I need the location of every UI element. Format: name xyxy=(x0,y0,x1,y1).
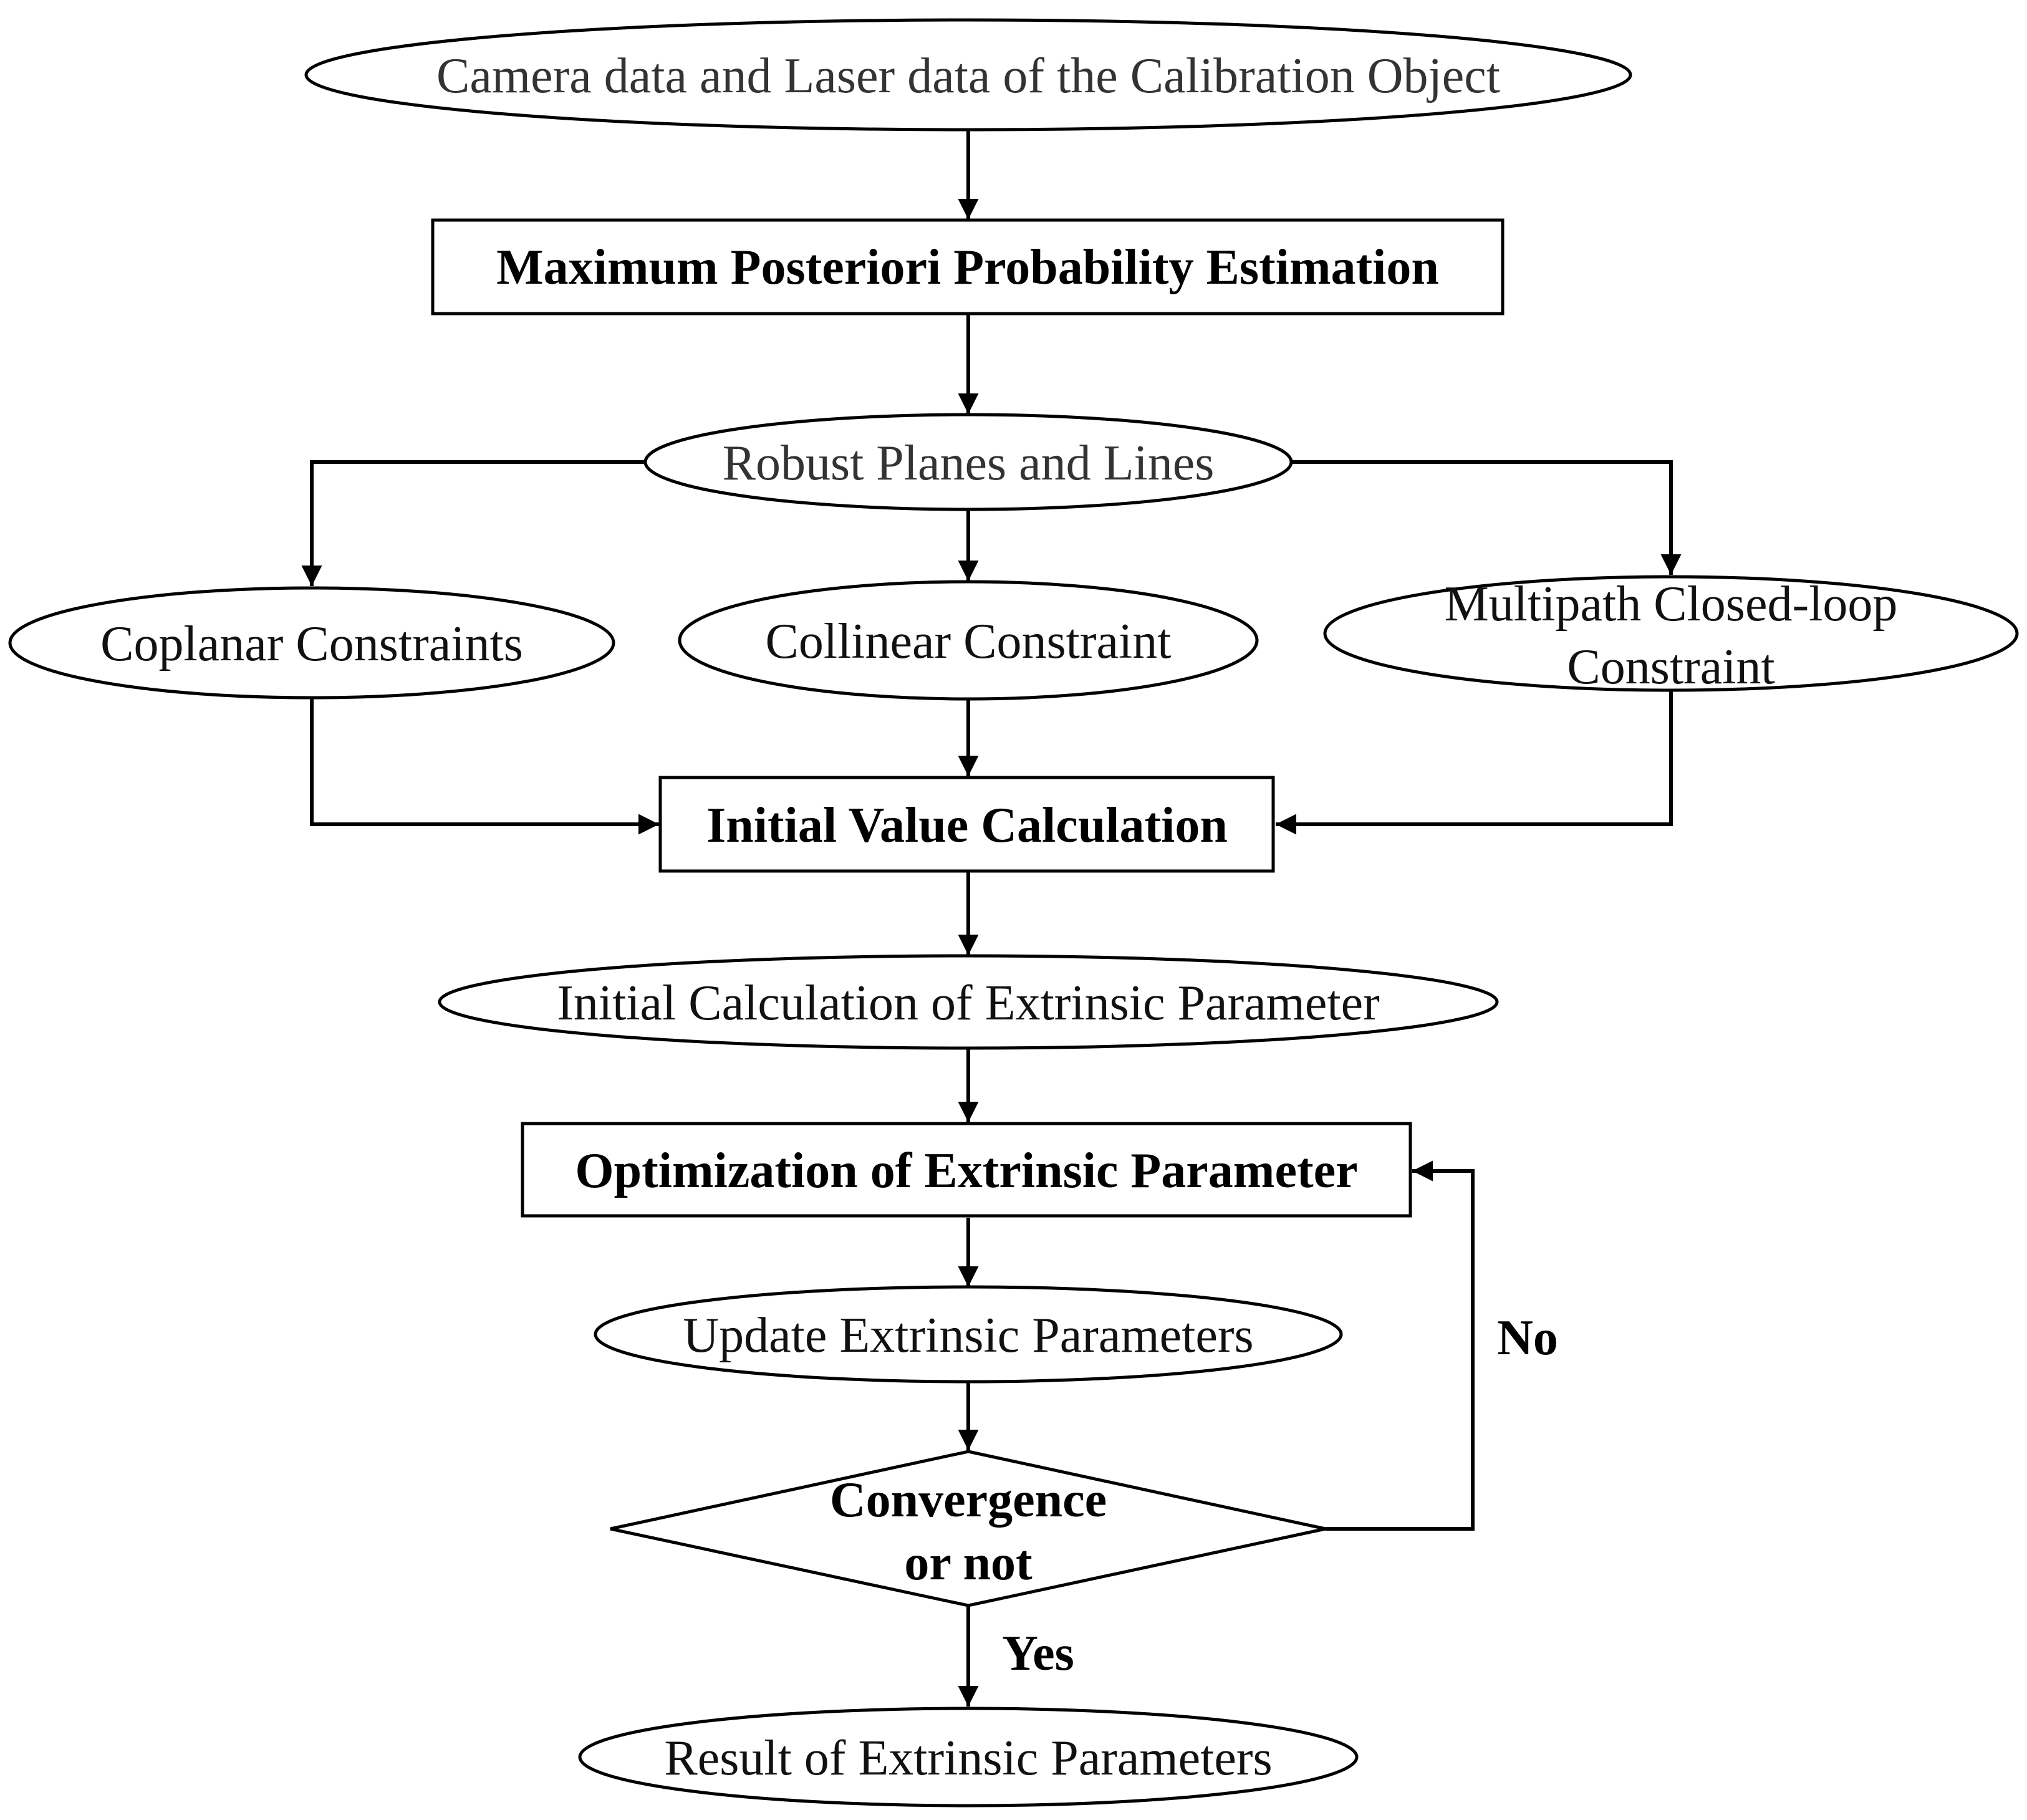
collinear-label: Collinear Constraint xyxy=(765,614,1171,669)
optimization-label: Optimization of Extrinsic Parameter xyxy=(575,1144,1357,1198)
initial-calc-node: Initial Calculation of Extrinsic Paramet… xyxy=(438,954,1499,1050)
input-data-label: Camera data and Laser data of the Calibr… xyxy=(436,49,1500,104)
robust-planes-node: Robust Planes and Lines xyxy=(643,413,1293,511)
convergence-label-line2: or not xyxy=(904,1536,1033,1591)
initial-value-node: Initial Value Calculation xyxy=(658,776,1275,873)
collinear-node: Collinear Constraint xyxy=(678,580,1259,701)
robust-planes-label: Robust Planes and Lines xyxy=(723,436,1215,491)
result-node: Result of Extrinsic Parameters xyxy=(578,1707,1359,1808)
no-edge-label: No xyxy=(1497,1311,1558,1365)
initial-calc-label: Initial Calculation of Extrinsic Paramet… xyxy=(557,976,1380,1031)
coplanar-node: Coplanar Constraints xyxy=(8,586,615,700)
multipath-node: Multipath Closed-loop Constraint xyxy=(1323,575,2019,695)
initial-value-label: Initial Value Calculation xyxy=(706,798,1228,853)
update-node: Update Extrinsic Parameters xyxy=(594,1285,1343,1384)
arrow-multipath-to-initial-value xyxy=(1276,691,1673,835)
multipath-label-line2: Constraint xyxy=(1567,640,1774,695)
coplanar-label: Coplanar Constraints xyxy=(100,617,523,672)
connectors xyxy=(301,130,1682,1707)
map-estimation-node: Maximum Posteriori Probability Estimatio… xyxy=(431,218,1505,315)
arrow-convergence-no-loop xyxy=(1326,1160,1475,1531)
map-estimation-label: Maximum Posteriori Probability Estimatio… xyxy=(496,240,1439,295)
arrow-robust-to-coplanar xyxy=(301,460,645,586)
convergence-decision: Convergence or not xyxy=(610,1450,1326,1607)
result-label: Result of Extrinsic Parameters xyxy=(664,1731,1272,1786)
input-data-node: Camera data and Laser data of the Calibr… xyxy=(304,18,1632,132)
arrow-coplanar-to-initial-value xyxy=(310,698,659,835)
update-label: Update Extrinsic Parameters xyxy=(683,1308,1253,1363)
convergence-label-line1: Convergence xyxy=(830,1473,1107,1528)
multipath-label-line1: Multipath Closed-loop xyxy=(1445,577,1898,632)
arrow-robust-to-multipath xyxy=(1292,460,1682,575)
optimization-node: Optimization of Extrinsic Parameter xyxy=(521,1122,1412,1218)
yes-edge-label: Yes xyxy=(1002,1626,1074,1681)
